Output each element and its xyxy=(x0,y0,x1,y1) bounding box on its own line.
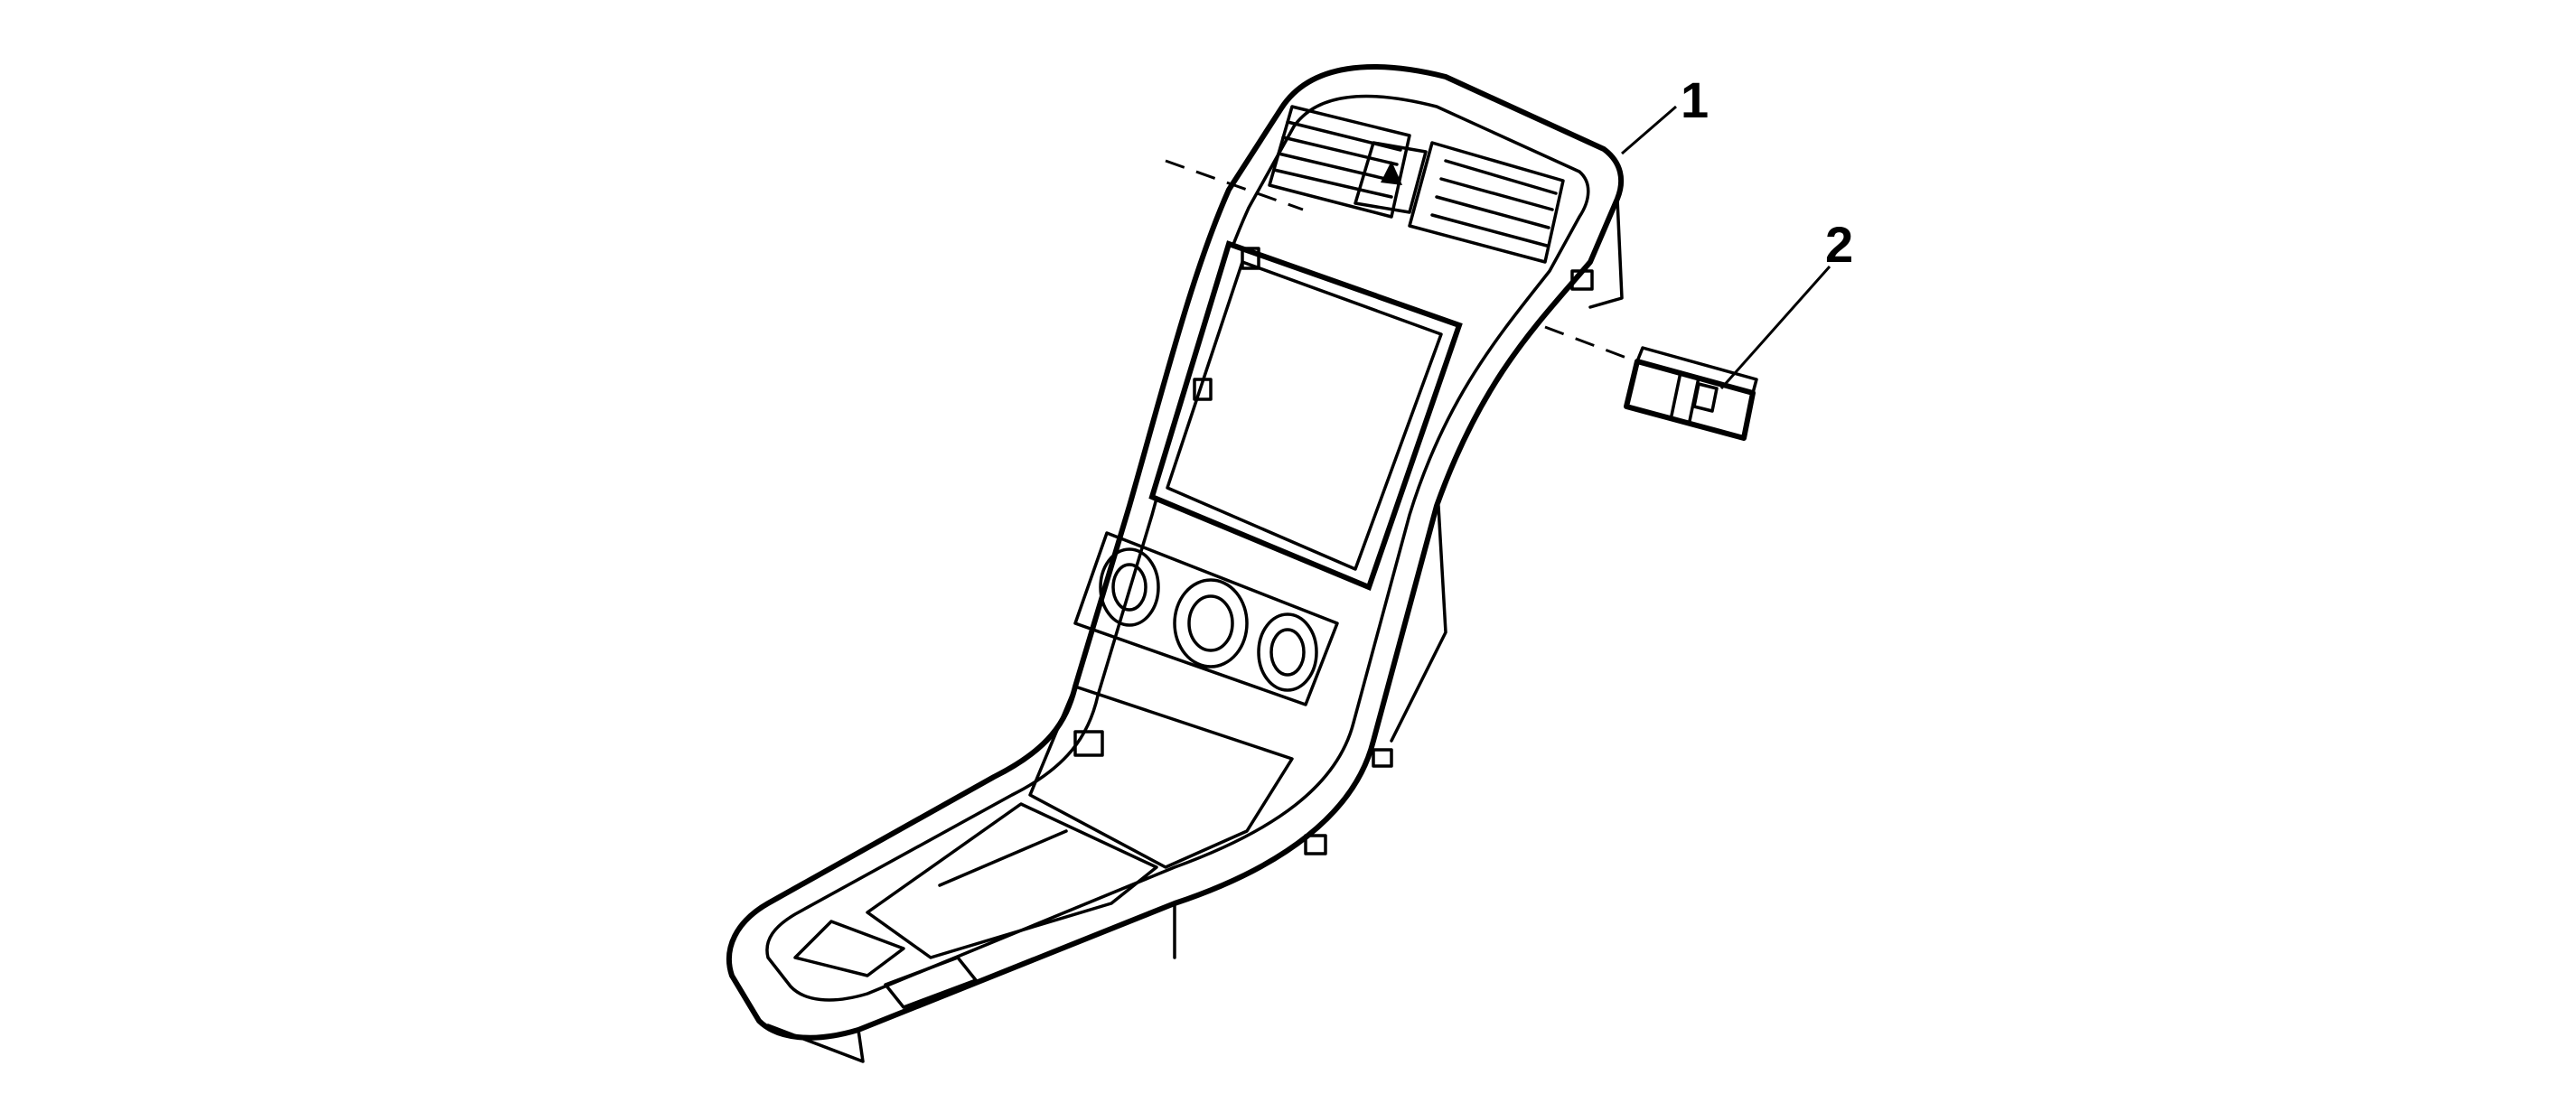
retaining-clips xyxy=(1073,247,1594,855)
air-vents xyxy=(1268,105,1565,264)
console-bin xyxy=(793,685,1294,1009)
display-screen xyxy=(1148,240,1463,591)
callout-2-leader xyxy=(1719,266,1831,389)
switch-component xyxy=(1624,346,1758,441)
install-direction-line xyxy=(1165,159,1627,360)
console-trim-panel xyxy=(726,64,1625,1063)
climate-controls xyxy=(1073,531,1339,706)
callout-1: 1 xyxy=(1621,71,1709,155)
callout-1-leader xyxy=(1621,105,1677,155)
callout-2: 2 xyxy=(1719,216,1853,389)
hazard-button xyxy=(1354,141,1428,214)
callout-2-label: 2 xyxy=(1825,216,1853,273)
callout-1-label: 1 xyxy=(1681,71,1709,128)
